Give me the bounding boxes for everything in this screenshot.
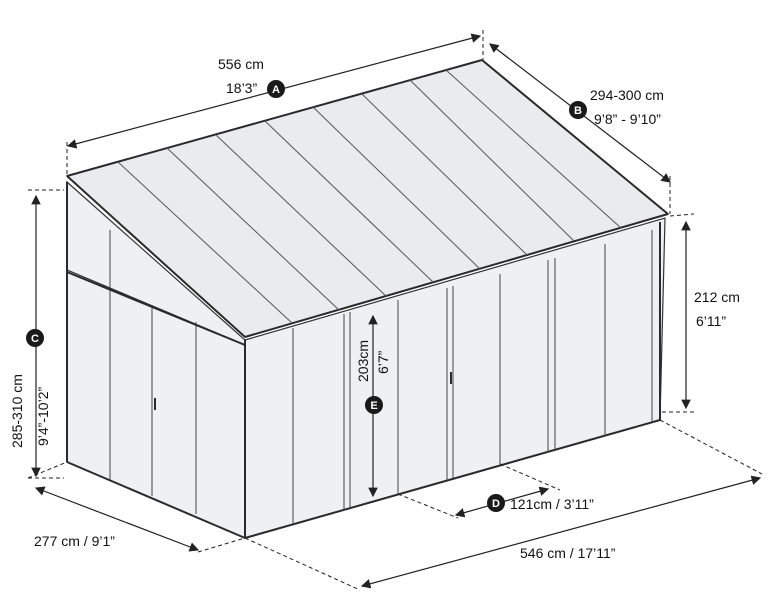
dim-a-metric: 556 cm [218, 56, 264, 72]
dim-b-imperial: 9’8” - 9’10” [594, 111, 661, 127]
dim-d-text: 121cm / 3’11” [510, 496, 594, 512]
svg-text:A: A [272, 84, 280, 96]
svg-text:E: E [370, 400, 377, 412]
depth-base-text: 277 cm / 9’1” [34, 533, 115, 549]
dim-b-metric: 294-300 cm [590, 87, 664, 103]
badge-d: D [487, 494, 505, 512]
side-height-metric: 212 cm [694, 289, 740, 305]
svg-text:C: C [31, 333, 39, 345]
sunroom-structure [65, 59, 670, 539]
width-base-text: 546 cm / 17’11” [520, 545, 616, 561]
dim-e-imperial: 6’7” [375, 350, 391, 374]
dim-c-imperial: 9’4”-10’2” [35, 387, 51, 446]
dim-c-metric: 285-310 cm [9, 374, 25, 448]
side-height-imperial: 6’11” [696, 313, 726, 329]
badge-a: A [267, 80, 285, 98]
badge-b: B [569, 101, 587, 119]
dim-e-metric: 203cm [355, 340, 371, 382]
badge-e: E [365, 396, 383, 414]
dim-a-imperial: 18’3” [226, 80, 257, 96]
svg-text:B: B [574, 105, 582, 117]
svg-text:D: D [492, 498, 500, 510]
badge-c: C [26, 329, 44, 347]
